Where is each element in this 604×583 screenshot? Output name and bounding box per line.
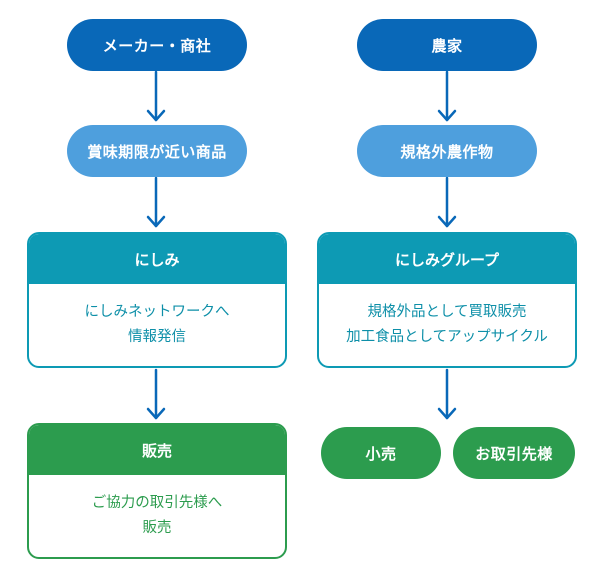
sales-card-body: ご協力の取引先様へ 販売 <box>29 475 285 557</box>
farmer-node: 農家 <box>357 19 537 71</box>
arrowhead-2 <box>146 215 166 228</box>
sales-card-line1: ご協力の取引先様へ <box>91 495 223 511</box>
business-partners-node: お取引先様 <box>453 427 575 479</box>
nishimi-group-card-line1: 規格外品として買取販売 <box>367 304 527 320</box>
near-expiry-products-label: 賞味期限が近い商品 <box>87 142 227 161</box>
nishimi-group-card-line2: 加工食品としてアップサイクル <box>346 329 548 345</box>
nishimi-group-card-header: にしみグループ <box>319 234 575 284</box>
sales-card-title: 販売 <box>141 441 172 460</box>
retail-label: 小売 <box>365 444 397 463</box>
farmer-label: 農家 <box>431 36 463 55</box>
nishimi-group-card: にしみグループ 規格外品として買取販売 加工食品としてアップサイクル <box>317 232 577 368</box>
nishimi-card-line2: 情報発信 <box>128 329 186 345</box>
nonstandard-produce-label: 規格外農作物 <box>400 142 494 161</box>
sales-card-header: 販売 <box>29 425 285 475</box>
sales-card: 販売 ご協力の取引先様へ 販売 <box>27 423 287 559</box>
nishimi-group-card-body: 規格外品として買取販売 加工食品としてアップサイクル <box>319 284 575 366</box>
arrowhead-3 <box>146 407 166 420</box>
near-expiry-products-node: 賞味期限が近い商品 <box>67 125 247 177</box>
nishimi-card-line1: にしみネットワークへ <box>84 304 230 320</box>
arrowhead-5 <box>437 215 457 228</box>
retail-node: 小売 <box>321 427 441 479</box>
nonstandard-produce-node: 規格外農作物 <box>357 125 537 177</box>
nishimi-card-body: にしみネットワークへ 情報発信 <box>29 284 285 366</box>
nishimi-card-header: にしみ <box>29 234 285 284</box>
arrowhead-6 <box>437 407 457 420</box>
arrowhead-1 <box>146 109 166 122</box>
arrowhead-4 <box>437 109 457 122</box>
nishimi-card: にしみ にしみネットワークへ 情報発信 <box>27 232 287 368</box>
business-partners-label: お取引先様 <box>475 444 553 463</box>
sales-card-line2: 販売 <box>142 520 172 536</box>
maker-trader-label: メーカー・商社 <box>102 36 212 55</box>
nishimi-card-title: にしみ <box>134 250 180 269</box>
nishimi-group-card-title: にしみグループ <box>394 250 500 269</box>
maker-trader-node: メーカー・商社 <box>67 19 247 71</box>
